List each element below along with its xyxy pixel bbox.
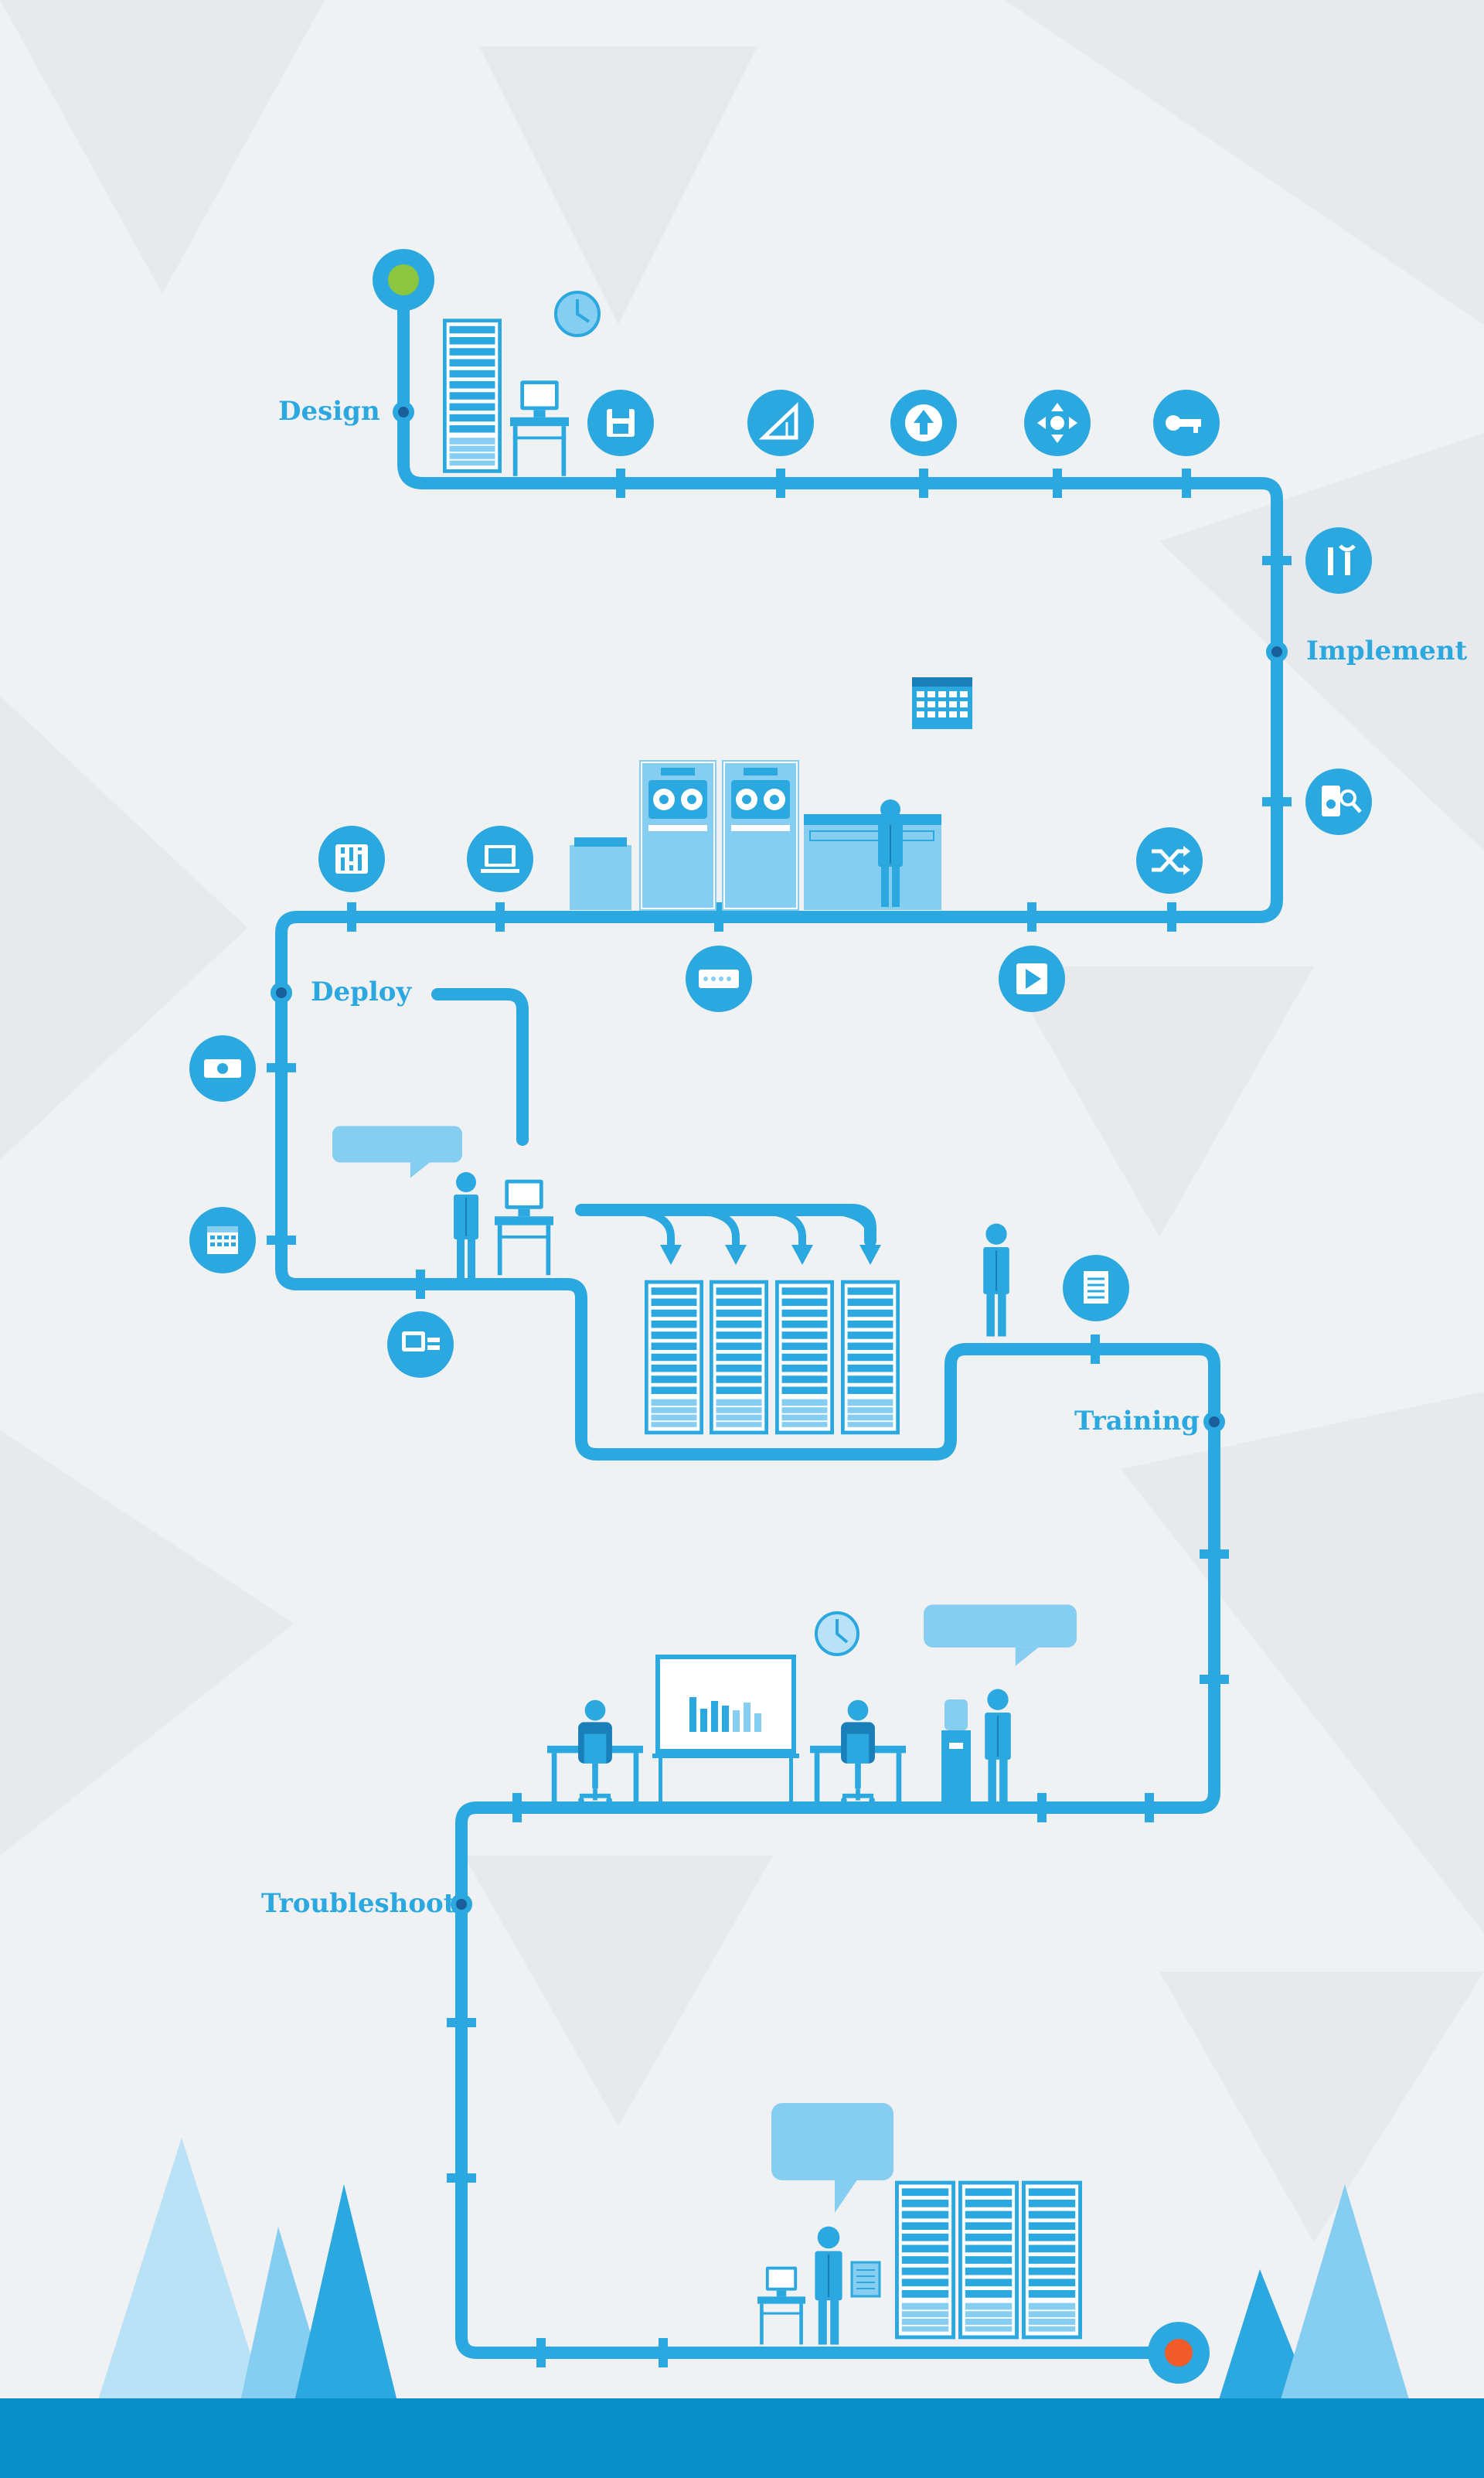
calendar-icon bbox=[912, 677, 972, 729]
tape-icon bbox=[686, 946, 752, 1012]
upload-icon bbox=[890, 390, 957, 456]
stage-label-deploy: Deploy bbox=[311, 977, 412, 1007]
end-marker bbox=[1148, 2322, 1210, 2384]
mainframe-icon bbox=[639, 760, 716, 911]
ground-strip bbox=[0, 2398, 1484, 2478]
monitor-icon bbox=[467, 826, 533, 892]
stage-label-training: Training bbox=[1074, 1406, 1200, 1437]
control-console bbox=[804, 814, 941, 910]
troubleshoot-scene bbox=[757, 2103, 1082, 2345]
stage-label-design: Design bbox=[278, 396, 380, 427]
server-rack-icon bbox=[645, 1279, 703, 1436]
server-rack-icon bbox=[895, 2180, 955, 2340]
set-square-icon bbox=[747, 390, 814, 456]
start-marker bbox=[373, 249, 434, 311]
play-icon bbox=[999, 946, 1065, 1012]
server-rack-icon bbox=[443, 318, 502, 474]
implement-scene bbox=[570, 677, 1203, 911]
server-rack-icon bbox=[1022, 2180, 1082, 2340]
training-scene bbox=[547, 1604, 1077, 1803]
arrowheads bbox=[660, 1245, 881, 1265]
shuffle-icon bbox=[1136, 827, 1203, 894]
tools-icon bbox=[1305, 527, 1372, 594]
disk-search-icon bbox=[1305, 769, 1372, 835]
server-rack-icon bbox=[710, 1279, 768, 1436]
whiteboard-chart-icon bbox=[652, 1655, 799, 1803]
keyboard-icon bbox=[387, 1311, 454, 1378]
water-cooler-icon bbox=[941, 1699, 971, 1801]
server-rack-icon bbox=[958, 2180, 1019, 2340]
server-rack-icon bbox=[841, 1279, 900, 1436]
design-scene bbox=[443, 291, 601, 476]
document-icon bbox=[850, 2261, 881, 2298]
clock-icon bbox=[554, 291, 601, 337]
clock-icon bbox=[815, 1611, 859, 1656]
move-arrows-icon bbox=[1024, 390, 1091, 456]
stage-label-troubleshoot: Troubleshoot bbox=[261, 1888, 456, 1919]
mainframe-icon bbox=[722, 760, 799, 911]
server-rack-icon bbox=[775, 1279, 834, 1436]
stage-nodes bbox=[271, 401, 1288, 1915]
speech-bubble-icon bbox=[771, 2103, 893, 2213]
money-icon bbox=[189, 1035, 256, 1102]
calendar-icon bbox=[189, 1207, 256, 1273]
printer-unit bbox=[570, 837, 631, 910]
floppy-disk-icon bbox=[587, 390, 654, 456]
equalizer-icon bbox=[318, 826, 385, 892]
mountains bbox=[97, 2138, 1411, 2405]
key-icon bbox=[1153, 390, 1220, 456]
document-icon bbox=[1063, 1255, 1129, 1321]
delivery-arrows bbox=[618, 1206, 874, 1249]
pipe-joints bbox=[267, 469, 1292, 2367]
stage-label-implement: Implement bbox=[1306, 636, 1468, 666]
